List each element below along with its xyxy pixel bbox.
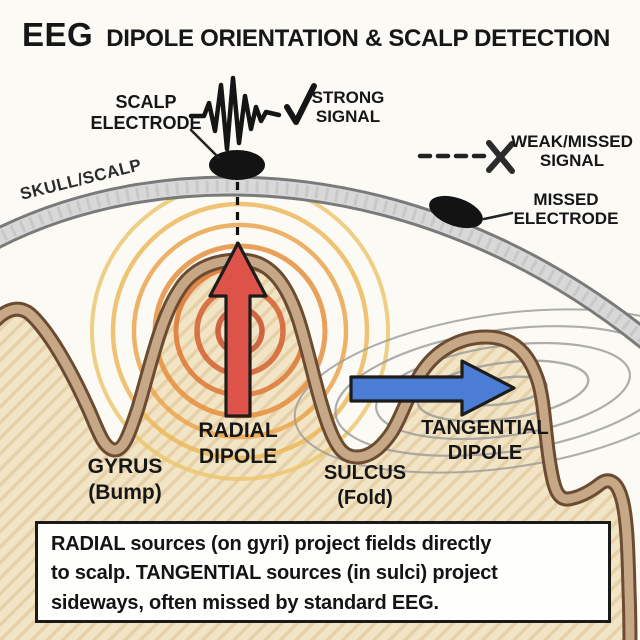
tangential-field-ring xyxy=(416,359,590,423)
sulcus-label: SULCUS (Fold) xyxy=(314,461,416,511)
title-rest: DIPOLE ORIENTATION & SCALP DETECTION xyxy=(106,25,611,52)
radial-dipole-label: RADIAL DIPOLE xyxy=(182,418,294,471)
scalp-electrode-label-line1: SCALP xyxy=(115,92,177,112)
radial-dipole-arrow xyxy=(208,241,268,418)
tangential-dipole-label-line2: DIPOLE xyxy=(447,442,523,464)
scalp-electrode-label: SCALP ELECTRODE xyxy=(90,92,202,133)
eeg-waveform-icon xyxy=(188,75,282,152)
radial-dipole-label-line1: RADIAL xyxy=(198,419,278,442)
sulcus-label-line2: (Fold) xyxy=(337,487,393,509)
strong-signal-label-line1: STRONG xyxy=(311,88,385,107)
scalp-electrode-dome xyxy=(209,150,265,180)
caption-line1: RADIAL sources (on gyri) project fields … xyxy=(51,533,492,555)
weak-missed-signal-label-line1: WEAK/MISSED xyxy=(511,132,633,151)
strong-signal-label: STRONG SIGNAL xyxy=(306,88,390,126)
tangential-field-ring xyxy=(374,341,632,441)
radial-field-ring xyxy=(131,222,349,440)
missed-electrode-label-line2: ELECTRODE xyxy=(513,209,619,229)
page-title: EEG DIPOLE ORIENTATION & SCALP DETECTION xyxy=(22,16,628,54)
sulcus-label-line1: SULCUS xyxy=(323,462,407,484)
tangential-dipole-arrow xyxy=(349,359,516,417)
cortex-band xyxy=(0,252,638,640)
gyrus-label-line1: GYRUS xyxy=(87,455,163,478)
weak-missed-signal-label-line2: SIGNAL xyxy=(539,151,605,171)
gyrus-label: GYRUS (Bump) xyxy=(68,454,182,507)
caption-line2: to scalp. TANGENTIAL sources (in sulci) … xyxy=(51,562,498,585)
missed-electrode-label-line1: MISSED xyxy=(533,190,599,209)
scalp-electrode-pointer-line xyxy=(189,128,221,160)
tangential-dipole-label: TANGENTIAL DIPOLE xyxy=(416,416,554,466)
weak-missed-signal-label: WEAK/MISSED SIGNAL xyxy=(506,132,638,170)
caption-box: RADIAL sources (on gyri) project fields … xyxy=(35,521,611,623)
cortex-band-inner xyxy=(0,255,635,640)
missed-electrode-pointer-line xyxy=(482,211,514,221)
gyrus-label-line2: (Bump) xyxy=(88,481,162,505)
scalp-electrode-label-line2: ELECTRODE xyxy=(90,112,202,133)
missed-electrode-label: MISSED ELECTRODE xyxy=(506,190,626,228)
tangential-field-ring xyxy=(293,308,640,474)
skull-scalp-band xyxy=(0,175,640,350)
skull-band-texture xyxy=(0,180,640,344)
tangential-dipole-label-line1: TANGENTIAL xyxy=(421,417,549,439)
checkmark-icon xyxy=(284,83,317,125)
radial-field-ring xyxy=(110,201,370,461)
title-emphasis: EEG xyxy=(22,16,94,53)
x-mark-icon xyxy=(486,140,515,174)
strong-signal-label-line2: SIGNAL xyxy=(315,107,381,127)
radial-dipole-label-line2: DIPOLE xyxy=(198,445,278,469)
tangential-field-rings xyxy=(293,308,640,474)
missed-electrode-dome xyxy=(429,195,483,229)
caption-line3: sideways, often missed by standard EEG. xyxy=(51,591,439,614)
